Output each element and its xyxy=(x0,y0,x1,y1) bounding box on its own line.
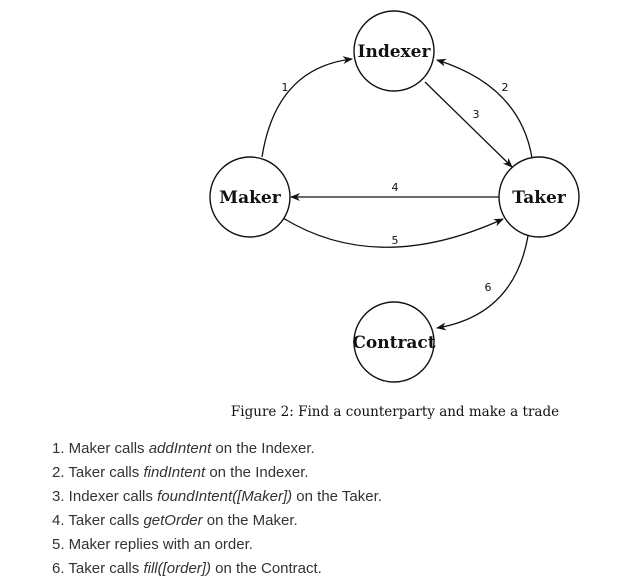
figure-caption: Figure 2: Find a counterparty and make a… xyxy=(231,404,559,420)
step-method: findIntent xyxy=(143,464,206,481)
edge-label-1: 1 xyxy=(282,81,289,94)
step-text: Taker calls xyxy=(64,560,144,577)
step-method: fill([order]) xyxy=(143,560,211,577)
step-number: 5. xyxy=(52,536,65,553)
step-list: 1. Maker calls addIntent on the Indexer.… xyxy=(52,437,382,581)
step-number: 3. xyxy=(52,488,65,505)
step-item: 1. Maker calls addIntent on the Indexer. xyxy=(52,437,382,461)
node-label-maker: Maker xyxy=(219,188,281,208)
trade-flow-diagram: 1 2 3 4 5 6 Indexer Maker Taker Contract… xyxy=(209,10,580,420)
step-text-end: on the Indexer. xyxy=(211,440,315,457)
step-text-end: on the Maker. xyxy=(202,512,298,529)
node-label-contract: Contract xyxy=(352,333,435,353)
step-number: 1. xyxy=(52,440,65,457)
step-item: 4. Taker calls getOrder on the Maker. xyxy=(52,509,382,533)
step-method: getOrder xyxy=(143,512,203,529)
edge-label-4: 4 xyxy=(392,181,399,194)
edge-6-taker-to-contract xyxy=(436,235,529,331)
step-method: foundIntent([Maker]) xyxy=(157,488,293,505)
step-text: Maker calls xyxy=(64,440,149,457)
edge-label-2: 2 xyxy=(502,81,509,94)
node-label-indexer: Indexer xyxy=(358,42,432,62)
node-contract: Contract xyxy=(352,301,436,383)
step-text-end: on the Indexer. xyxy=(205,464,309,481)
edge-label-3: 3 xyxy=(473,108,480,121)
step-text-end: on the Taker. xyxy=(292,488,382,505)
node-label-taker: Taker xyxy=(512,188,567,208)
step-method: addIntent xyxy=(148,440,212,457)
edge-1-maker-to-indexer xyxy=(261,56,353,158)
node-maker: Maker xyxy=(209,156,291,238)
edge-2-taker-to-indexer xyxy=(436,58,533,159)
step-text-end: on the Contract. xyxy=(210,560,322,577)
step-item: 2. Taker calls findIntent on the Indexer… xyxy=(52,461,382,485)
step-item: 3. Indexer calls foundIntent([Maker]) on… xyxy=(52,485,382,509)
edge-label-5: 5 xyxy=(392,234,399,247)
edge-label-6: 6 xyxy=(485,281,492,294)
node-taker: Taker xyxy=(498,156,580,238)
step-item: 5. Maker replies with an order. xyxy=(52,533,382,557)
step-item: 6. Taker calls fill([order]) on the Cont… xyxy=(52,557,382,581)
step-number: 6. xyxy=(52,560,65,577)
node-indexer: Indexer xyxy=(353,10,435,92)
step-text: Indexer calls xyxy=(64,488,158,505)
step-text: Taker calls xyxy=(64,464,144,481)
step-number: 4. xyxy=(52,512,65,529)
edge-5-maker-to-taker xyxy=(282,217,504,248)
step-text: Taker calls xyxy=(64,512,144,529)
edge-3-indexer-to-taker xyxy=(424,81,513,168)
step-text: Maker replies with an order. xyxy=(64,536,253,553)
step-number: 2. xyxy=(52,464,65,481)
